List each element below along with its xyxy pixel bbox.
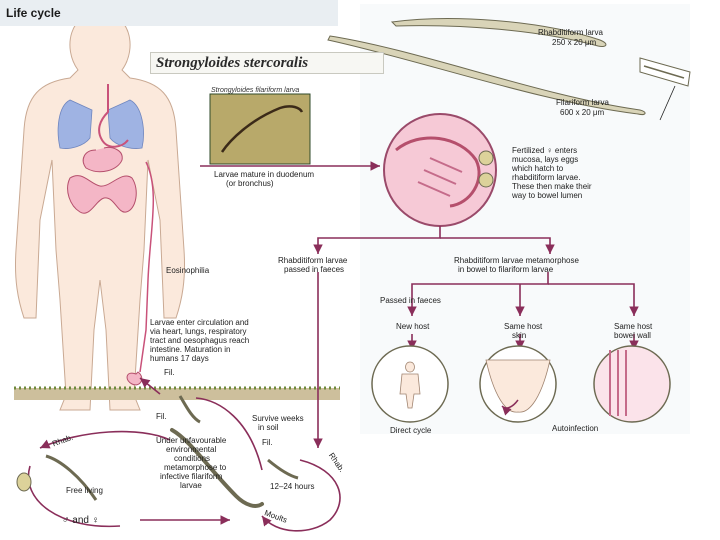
intestines: [67, 175, 137, 214]
tail-pointer: [659, 85, 676, 121]
larva-tail-line: [643, 65, 685, 79]
larva-photo-worm: [220, 105, 304, 153]
mucosa-label-6: way to bowel lumen: [512, 191, 583, 200]
eosinophilia-label: Eosinophilia: [166, 266, 210, 275]
circulation-path: [139, 161, 155, 373]
lifecycle-arrows: [27, 161, 639, 532]
circulation-label-4: intestine. Maturation in: [150, 345, 231, 354]
unfavourable-label-3: conditions: [174, 454, 211, 463]
buttocks-drawing: [485, 359, 551, 413]
right-lung: [107, 99, 144, 149]
bowel-wall-circle: [593, 345, 671, 423]
page-title: Life cycle: [6, 6, 61, 20]
soil-strip: [14, 388, 340, 400]
same-bowel-label-2: bowel wall: [614, 331, 651, 340]
autoinfection-label: Autoinfection: [552, 424, 599, 433]
same-skin-label-1: Same host: [504, 322, 543, 331]
faeces-branch-label-1: Rhabditiform larvae: [278, 256, 348, 265]
filariform-larva-drawing: [327, 35, 646, 115]
fil-label-body: Fil.: [164, 368, 175, 377]
stomach: [82, 147, 123, 173]
bowel-wall-villi: [609, 350, 627, 416]
duodenum-label-2: (or bronchus): [226, 179, 274, 188]
fil-label-soil-2: Fil.: [262, 438, 273, 447]
unfavourable-label-2: environmental: [166, 445, 217, 454]
same-bowel-label-1: Same host: [614, 322, 653, 331]
same-skin-label-2: skin: [512, 331, 527, 340]
direct-cycle-figure: [399, 361, 421, 409]
circulation-label-1: Larvae enter circulation and: [150, 318, 249, 327]
metamorphose-label-1: Rhabditiform larvae metamorphose: [454, 256, 579, 265]
unfavourable-label-6: larvae: [180, 481, 202, 490]
species-name: Strongyloides stercoralis: [156, 55, 309, 71]
mucosa-label-4: rhabditiform larvae.: [512, 173, 581, 182]
unfavourable-label-4: metamorphose to: [164, 463, 227, 472]
unfavourable-label-5: infective filariform: [160, 472, 223, 481]
fil-label-soil: Fil.: [156, 412, 167, 421]
faeces-branch-label-2: passed in faeces: [284, 265, 345, 274]
filariform-label: Filariform larva: [556, 98, 609, 107]
left-lung: [57, 99, 93, 149]
circulation-label-2: via heart, lungs, respiratory: [150, 327, 247, 336]
survive-label-1: Survive weeks: [252, 414, 304, 423]
free-living-adult: [45, 454, 98, 501]
filariform-in-soil: [178, 395, 201, 424]
circulation-label-5: humans 17 days: [150, 354, 209, 363]
egg-2: [478, 172, 494, 188]
rhabditiform-label: Rhabditiform larva: [538, 28, 603, 37]
passed-in-faeces-label: Passed in faeces: [380, 296, 441, 305]
survive-label-2: in soil: [258, 423, 279, 432]
direct-cycle-label: Direct cycle: [390, 426, 432, 435]
mucosa-label-3: which hatch to: [512, 164, 564, 173]
mucosa-label-1: Fertilized ♀ enters: [512, 146, 578, 155]
rhabditiform-larva-drawing: [390, 18, 607, 47]
unfavourable-label-1: Under unfavourable: [156, 436, 227, 445]
soil-egg: [16, 472, 32, 492]
larva-photo: [209, 93, 311, 165]
free-living-label: Free living: [66, 486, 103, 495]
skin-entry: [126, 371, 143, 386]
rhabditiform-size: 250 x 20 μm: [552, 38, 597, 47]
photo-caption: Strongyloides filariform larva: [211, 87, 300, 94]
perianal-arrow: [501, 399, 519, 416]
new-host-label: New host: [396, 322, 430, 331]
mucosa-fold: [395, 136, 481, 208]
human-body-figure: [15, 11, 185, 411]
title-bar: [0, 0, 338, 26]
hours-label: 12–24 hours: [270, 482, 315, 491]
metamorphose-label-2: in bowel to filariform larvae: [458, 265, 554, 274]
sexes-label: ♂ and ♀: [62, 515, 100, 526]
oesophagus: [98, 84, 129, 148]
species-box: [150, 52, 384, 74]
mucosa-label-5: These then make their: [512, 182, 592, 191]
duodenum-label-1: Larvae mature in duodenum: [214, 170, 315, 179]
egg-1: [478, 150, 494, 166]
circulation-label-3: tract and oesophagus reach: [150, 336, 250, 345]
filariform-size: 600 x 20 μm: [560, 108, 605, 117]
rhabditiform-in-soil: [267, 458, 299, 480]
mucosa-label-2: mucosa, lays eggs: [512, 155, 579, 164]
mucosa-villi: [417, 157, 463, 197]
soil-larva: [170, 428, 264, 508]
